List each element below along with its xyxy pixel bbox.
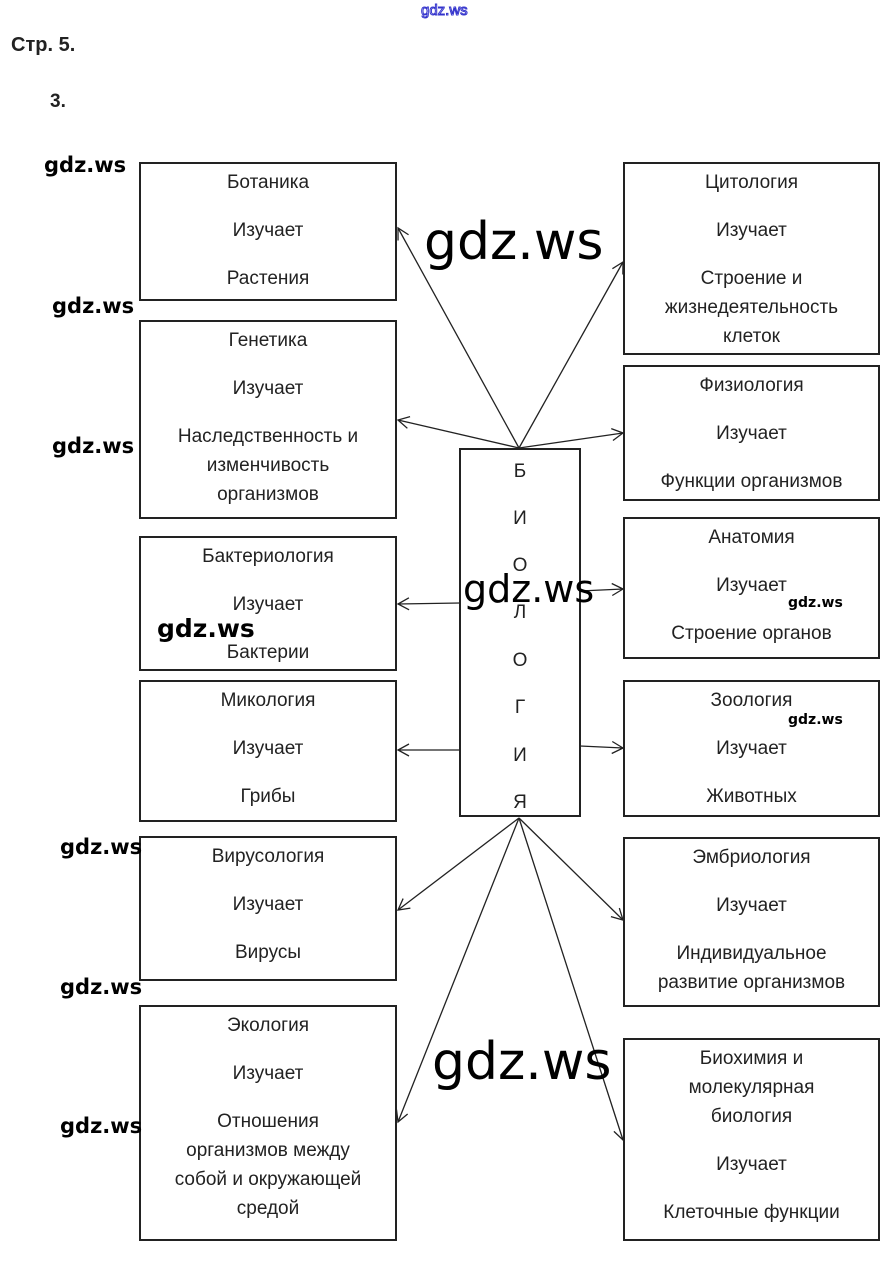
box-title: Эмбриология [692,847,811,868]
page-label: Стр. 5. [11,34,76,56]
watermark: gdz.ws [52,434,135,458]
watermark: gdz.ws [60,975,143,999]
arrow-to-virology [396,817,520,911]
box-verb: Изучает [716,220,787,241]
center-letter: И [513,508,527,529]
center-letter: Я [513,792,527,813]
center-box-biology: Б И О Л О Г И Я [459,448,581,817]
center-letter: Л [513,602,527,623]
box-anatomy: Анатомия Изучает Строение органов [623,517,880,659]
watermark: gdz.ws [788,595,843,611]
box-object: Наследственность и изменчивость организм… [177,426,359,505]
arrow-to-zoology [579,740,625,755]
box-object: Бактерии [226,642,310,663]
box-verb: Изучает [232,738,304,759]
box-verb: Изучает [716,575,787,596]
box-biochemistry: Биохимия и молекулярная биология Изучает… [623,1038,880,1241]
task-number: 3. [50,91,66,112]
box-object: Вирусы [234,942,302,963]
box-title: Биохимия и молекулярная биология [688,1048,815,1127]
watermark: gdz.ws [432,1032,612,1092]
arrow-to-anatomy [579,582,625,597]
box-embryology: Эмбриология Изучает Индивидуальное разви… [623,837,880,1007]
box-verb: Изучает [716,423,787,444]
watermark-top: gdz.ws [421,2,469,20]
box-title: Генетика [228,330,308,351]
watermark: gdz.ws [424,212,604,272]
watermark: gdz.ws [60,835,143,859]
box-verb: Изучает [716,1154,787,1175]
box-object: Функции организмов [660,471,843,492]
box-title: Ботаника [226,172,310,193]
watermark: gdz.ws [463,567,595,611]
box-object: Клеточные функции [663,1202,840,1223]
box-verb: Изучает [232,594,304,615]
box-object: Строение органов [671,623,832,644]
watermark: gdz.ws [788,712,843,728]
box-ecology: Экология Изучает Отношения организмов ме… [139,1005,397,1241]
watermark: gdz.ws [157,614,255,643]
arrow-to-botany [397,226,520,449]
box-title: Вирусология [211,846,325,867]
box-verb: Изучает [232,1063,304,1084]
box-botany: Ботаника Изучает Растения [139,162,397,301]
box-object: Грибы [240,786,296,807]
box-verb: Изучает [232,220,304,241]
watermark: gdz.ws [60,1114,143,1138]
box-bacteriology: Бактериология Изучает Бактерии [139,536,397,671]
watermark: gdz.ws [44,153,127,177]
box-object: Животных [706,786,797,807]
box-title: Экология [226,1015,310,1036]
box-verb: Изучает [232,894,304,915]
center-letter: И [513,745,527,766]
box-verb: Изучает [716,738,787,759]
box-title: Анатомия [708,527,795,548]
box-title: Микология [220,690,316,711]
box-cytology: Цитология Изучает Строение и жизнедеятел… [623,162,880,355]
box-title: Физиология [699,375,804,396]
box-genetics: Генетика Изучает Наследственность и изме… [139,320,397,519]
center-letter: О [512,555,528,576]
arrow-to-embryology [518,817,624,921]
arrow-to-biochemistry [518,817,626,1142]
arrow-to-bacteriology [396,597,461,611]
box-verb: Изучает [716,895,787,916]
box-mycology: Микология Изучает Грибы [139,680,397,822]
arrow-to-ecology [395,817,520,1124]
box-verb: Изучает [232,378,304,399]
center-letter: О [512,650,528,671]
arrow-to-cytology [518,260,624,449]
center-letter: Г [514,697,526,718]
box-object: Растения [226,268,310,289]
box-physiology: Физиология Изучает Функции организмов [623,365,880,501]
arrow-to-physiology [518,428,625,449]
box-title: Цитология [704,172,798,193]
box-object: Индивидуальное развитие организмов [657,943,846,993]
center-letter: Б [513,461,527,482]
watermark: gdz.ws [52,294,135,318]
box-title: Зоология [710,690,793,711]
arrow-to-genetics [396,416,520,449]
box-object: Строение и жизнедеятельность клеток [664,268,839,347]
box-object: Отношения организмов между собой и окруж… [174,1111,362,1219]
box-zoology: Зоология Изучает Животных [623,680,880,817]
box-title: Бактериология [202,546,334,567]
box-virology: Вирусология Изучает Вирусы [139,836,397,981]
